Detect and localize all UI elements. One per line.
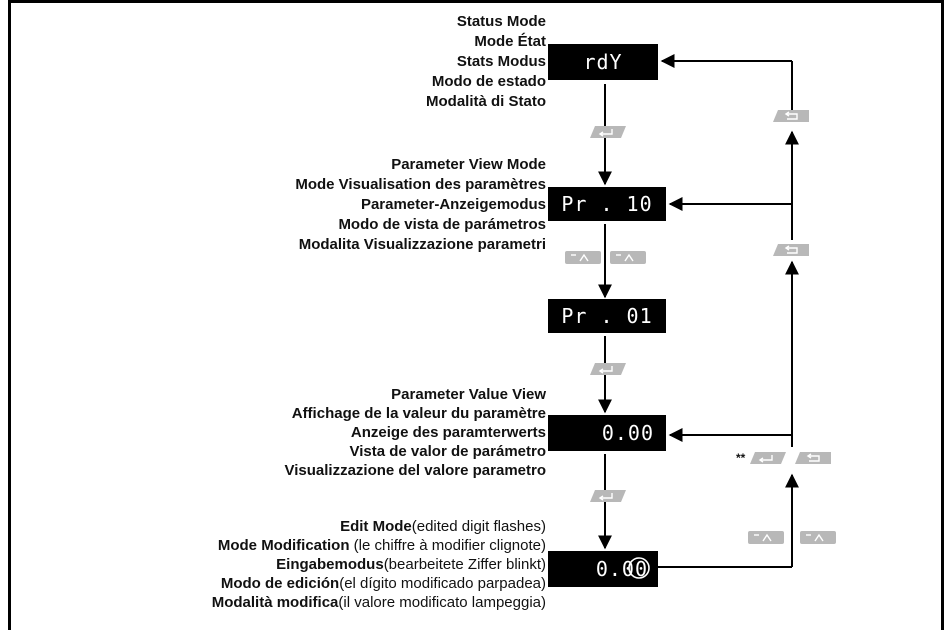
parameter-view-labels: Parameter View Mode Mode Visualisation d… xyxy=(295,155,546,255)
edit-line-de-note: (bearbeitete Ziffer blinkt) xyxy=(383,556,546,573)
up-arrow-key-icon-4 xyxy=(799,530,837,545)
edit-mode-display-text: 0.00 xyxy=(595,557,648,581)
parameter-select-display: Pr . 01 xyxy=(548,299,666,333)
up-arrow-key-icon-2 xyxy=(609,250,647,265)
edit-line-en-bold: Edit Mode xyxy=(340,518,412,535)
edit-line-fr-note: (le chiffre à modifier clignote) xyxy=(349,537,546,554)
edit-line-fr-bold: Mode Modification xyxy=(217,537,350,554)
edit-line-es-bold: Modo de edición xyxy=(220,575,340,592)
escape-key-icon-3 xyxy=(794,451,832,465)
up-arrow-key-icon-1 xyxy=(564,250,602,265)
edit-mode-display: 0.00 xyxy=(548,551,658,587)
edit-line-it-bold: Modalità modifica xyxy=(211,594,339,611)
value-view-label-es: Vista de valor de parámetro xyxy=(349,443,546,460)
value-view-label-en: Parameter Value View xyxy=(391,386,546,403)
edit-line-en: Edit Mode(edited digit flashes) xyxy=(212,517,546,536)
param-view-label-es: Modo de vista de parámetros xyxy=(338,216,546,233)
enter-key-icon-1 xyxy=(589,125,627,139)
enter-key-icon-3 xyxy=(589,489,627,503)
status-mode-labels: Status Mode Mode État Stats Modus Modo d… xyxy=(426,12,546,112)
param-view-label-fr: Mode Visualisation des paramètres xyxy=(295,176,546,193)
status-label-es: Modo de estado xyxy=(431,73,546,90)
status-label-en: Status Mode xyxy=(456,13,546,30)
status-label-de: Stats Modus xyxy=(456,53,546,70)
status-label-it: Modalità di Stato xyxy=(426,93,546,110)
edit-line-es: Modo de edición(el dígito modificado par… xyxy=(212,574,546,593)
frame-top-border xyxy=(8,0,944,3)
status-label-fr: Mode État xyxy=(474,33,546,50)
edit-line-it: Modalità modifica(il valore modificato l… xyxy=(212,593,546,612)
escape-key-icon-2 xyxy=(772,243,810,257)
status-display: rdY xyxy=(548,44,658,80)
edit-line-fr: Mode Modification (le chiffre à modifier… xyxy=(212,536,546,555)
status-display-text: rdY xyxy=(583,50,623,74)
edit-line-de-bold: Eingabemodus xyxy=(276,556,384,573)
edit-line-es-note: (el dígito modificado parpadea) xyxy=(339,575,546,592)
param-view-label-de: Parameter-Anzeigemodus xyxy=(360,196,546,213)
value-view-label-de: Anzeige des paramterwerts xyxy=(350,424,546,441)
param-view-label-en: Parameter View Mode xyxy=(391,156,546,173)
flashing-digit-circle xyxy=(628,557,650,579)
parameter-view-display: Pr . 10 xyxy=(548,187,666,221)
edit-line-en-note: (edited digit flashes) xyxy=(411,518,546,535)
edit-line-de: Eingabemodus(bearbeitete Ziffer blinkt) xyxy=(212,555,546,574)
value-view-label-fr: Affichage de la valeur du paramètre xyxy=(291,405,546,422)
param-view-label-it: Modalita Visualizzazione parametri xyxy=(298,236,546,253)
escape-key-icon-1 xyxy=(772,109,810,123)
up-arrow-key-icon-3 xyxy=(747,530,785,545)
value-view-display-text: 0.00 xyxy=(601,421,654,445)
enter-key-icon-4 xyxy=(749,451,787,465)
edit-mode-labels: Edit Mode(edited digit flashes) Mode Mod… xyxy=(212,517,546,612)
edit-line-it-note: (il valore modificato lampeggia) xyxy=(338,594,546,611)
enter-key-icon-2 xyxy=(589,362,627,376)
double-star-note: ** xyxy=(736,451,746,465)
value-view-labels: Parameter Value View Affichage de la val… xyxy=(285,385,547,480)
parameter-view-display-text: Pr . 10 xyxy=(561,192,653,216)
value-view-display: 0.00 xyxy=(548,415,666,451)
frame-left-border xyxy=(8,0,11,630)
value-view-label-it: Visualizzazione del valore parametro xyxy=(284,462,547,479)
parameter-select-display-text: Pr . 01 xyxy=(561,304,653,328)
frame-right-border xyxy=(941,0,944,630)
